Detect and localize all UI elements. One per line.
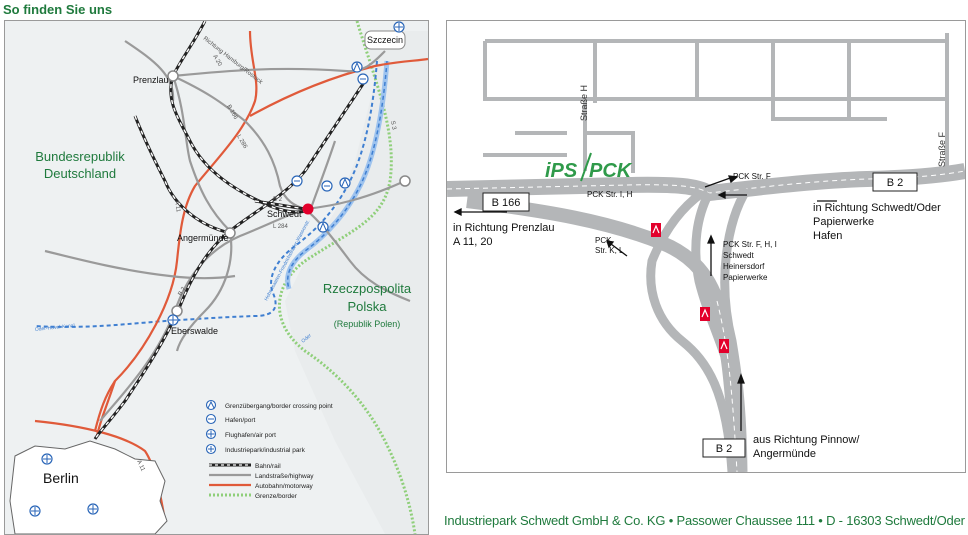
chevron-warning-icon-1 [651, 223, 661, 237]
east-town-dot [399, 175, 411, 187]
legend-border-crossing: Grenzübergang/border crossing point [225, 403, 333, 410]
label-prenzlau-2: A 11, 20 [453, 236, 493, 248]
label-prenzlau-1: in Richtung Prenzlau [453, 222, 555, 234]
label-s3: S 3 [389, 120, 397, 131]
map-legend: Grenzübergang/border crossing point Hafe… [205, 399, 333, 500]
prenzlau-dot [167, 70, 179, 82]
label-schwedt-1: in Richtung Schwedt/Oder [813, 202, 941, 214]
label-oder-havel: Oder-Havel-Kanal [35, 323, 75, 333]
label-strasse-h: Straße H [579, 85, 589, 121]
label-b2: B 2 [273, 197, 283, 203]
label-eberswalde: Eberswalde [171, 326, 218, 336]
label-b2-south: B 2 [178, 286, 188, 297]
legend-motorway: Autobahn/motorway [255, 483, 314, 490]
oder-river [34, 60, 378, 328]
label-szczecin: Szczecin [367, 35, 403, 45]
page-title: So finden Sie uns [3, 2, 113, 17]
logo-ips: iPS [545, 160, 578, 182]
legend-highway: Landstraße/highway [255, 473, 314, 480]
regional-map: Bundesrepublik Deutschland Rzeczpospolit… [4, 20, 429, 535]
legend-rail: Bahn/rail [255, 463, 281, 470]
schwedt-marker [302, 203, 314, 215]
label-a20: A 20 [211, 54, 223, 68]
legend-port: Hafen/port [225, 417, 256, 424]
angermuende-dot [224, 227, 236, 239]
b2-south-centerline [716, 300, 738, 472]
label-pck-fhi-2: Schwedt [723, 251, 754, 260]
label-pck-fhi-4: Papierwerke [723, 273, 768, 282]
legend-industrial-park: Industriepark/industrial park [225, 447, 306, 454]
ips-pck-logo: iPS PCK [545, 152, 633, 182]
logo-pck: PCK [589, 160, 633, 182]
label-schwedt: Schwedt [267, 209, 302, 219]
label-germany-1: Bundesrepublik [35, 149, 125, 164]
sign-b2-top-text: B 2 [887, 177, 904, 189]
legend-airport: Flughafen/air port [225, 432, 276, 439]
railways [93, 21, 367, 440]
label-pck-fhi-3: Heinersdorf [723, 262, 765, 271]
arrow-up-icon-1 [707, 234, 715, 244]
arrow-right-icon-1 [728, 175, 739, 184]
footer-address: Industriepark Schwedt GmbH & Co. KG • Pa… [444, 513, 965, 528]
label-poland-2: Polska [347, 299, 387, 314]
sign-b166-text: B 166 [492, 197, 521, 209]
szczecin-box [364, 30, 406, 50]
label-pck-str-f: PCK Str. F [733, 172, 771, 181]
sign-b2-top [872, 172, 918, 192]
label-oder: Oder [300, 333, 313, 345]
sign-b2-bottom [702, 438, 746, 458]
label-pck-kl-2: Str. K, L [595, 246, 624, 255]
label-poland-1: Rzeczpospolita [323, 281, 412, 296]
berlin-area [9, 440, 168, 534]
label-germany-2: Deutschland [44, 166, 116, 181]
arrow-left-icon-1 [717, 190, 726, 200]
label-pinnow-1: aus Richtung Pinnow/ [753, 434, 860, 446]
warning-chevrons [651, 223, 729, 353]
label-schwedt-3: Hafen [813, 230, 842, 242]
sign-b166 [482, 192, 530, 212]
label-a11: A 11 [173, 200, 181, 213]
sign-b2-bottom-text: B 2 [716, 443, 733, 455]
label-pck-kl-1: PCK [595, 236, 612, 245]
arrow-upleft-icon [606, 240, 615, 249]
arrow-up-icon-2 [737, 373, 745, 384]
label-schwedt-2: Papierwerke [813, 216, 874, 228]
park-streets [483, 33, 949, 173]
label-strasse-f: Straße F [937, 131, 947, 167]
label-l286: L 286 [235, 134, 248, 150]
label-angermuende: Angermünde [177, 233, 229, 243]
chevron-warning-icon-2 [700, 307, 710, 321]
motorway-a11-south [95, 380, 117, 437]
label-prenzlau: Prenzlau [133, 75, 169, 85]
detail-map: iPS PCK Straße H Straße F B 2 B 166 B 2 … [446, 20, 966, 473]
arrow-left-icon-2 [453, 207, 462, 217]
chevron-warning-icon-3 [719, 339, 729, 353]
ramp-inner [691, 190, 742, 402]
label-berlin: Berlin [43, 470, 79, 486]
highways [44, 40, 411, 422]
label-a11-south: A 11 [135, 459, 146, 473]
label-b166: B 166 [225, 104, 238, 121]
eberswalde-dot [171, 305, 183, 317]
regional-map-svg: Bundesrepublik Deutschland Rzeczpospolit… [9, 21, 428, 534]
border-line [278, 21, 417, 534]
label-hamburg: Richtung Hamburg/Rostock [202, 36, 264, 87]
direction-arrows [453, 175, 837, 431]
ramp-west [646, 189, 737, 472]
detail-map-svg: iPS PCK Straße H Straße F B 2 B 166 B 2 … [447, 33, 965, 472]
label-poland-sub: (Republik Polen) [334, 319, 401, 329]
label-pinnow-2: Angermünde [753, 448, 816, 460]
oder-river-channel [286, 60, 388, 290]
legend-border: Grenze/border [255, 493, 298, 500]
label-l284: L 284 [273, 224, 288, 230]
label-pck-str-ih: PCK Str. I, H [587, 190, 633, 199]
label-pck-fhi-1: PCK Str. F, H, I [723, 240, 777, 249]
